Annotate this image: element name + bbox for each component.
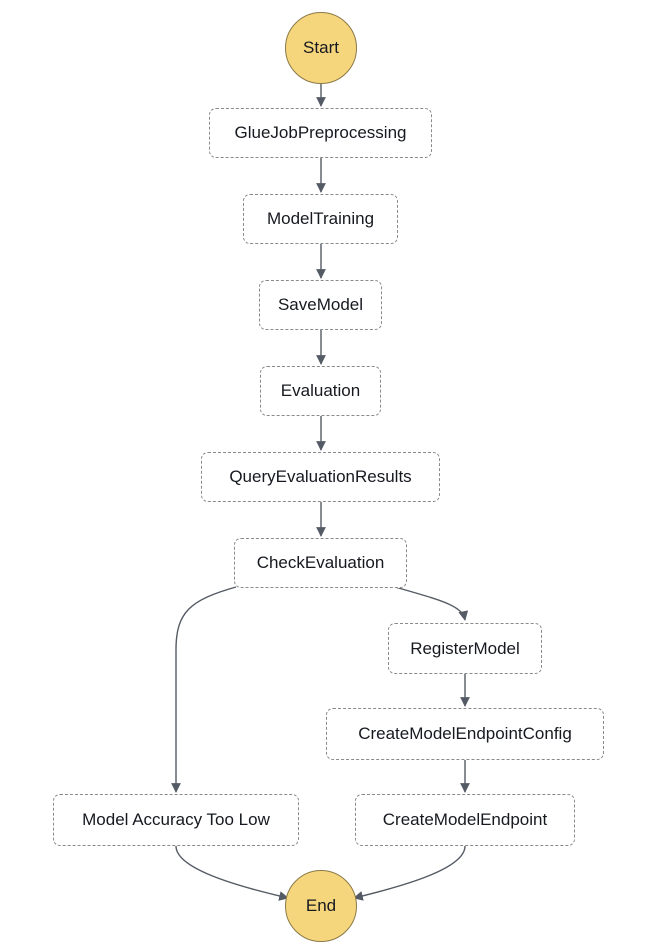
- end-node[interactable]: End: [285, 870, 357, 942]
- edge-check-to-accuracy-low: [171, 586, 237, 793]
- state-query-evaluation-results[interactable]: QueryEvaluationResults: [201, 452, 440, 502]
- state-model-accuracy-too-low[interactable]: Model Accuracy Too Low: [53, 794, 299, 846]
- state-create-model-endpoint[interactable]: CreateModelEndpoint: [355, 794, 575, 846]
- edge-accuracy-low-to-end: [175, 845, 289, 901]
- state-save-model[interactable]: SaveModel: [259, 280, 382, 330]
- start-node[interactable]: Start: [285, 12, 357, 84]
- state-model-training[interactable]: ModelTraining: [243, 194, 398, 244]
- state-glue-job-preprocessing[interactable]: GlueJobPreprocessing: [209, 108, 432, 158]
- state-create-model-endpoint-config[interactable]: CreateModelEndpointConfig: [326, 708, 604, 760]
- edge-check-to-register: [394, 586, 469, 621]
- state-check-evaluation[interactable]: CheckEvaluation: [234, 538, 407, 588]
- state-register-model[interactable]: RegisterModel: [388, 623, 542, 674]
- state-evaluation[interactable]: Evaluation: [260, 366, 381, 416]
- edge-endpoint-to-end: [353, 845, 466, 901]
